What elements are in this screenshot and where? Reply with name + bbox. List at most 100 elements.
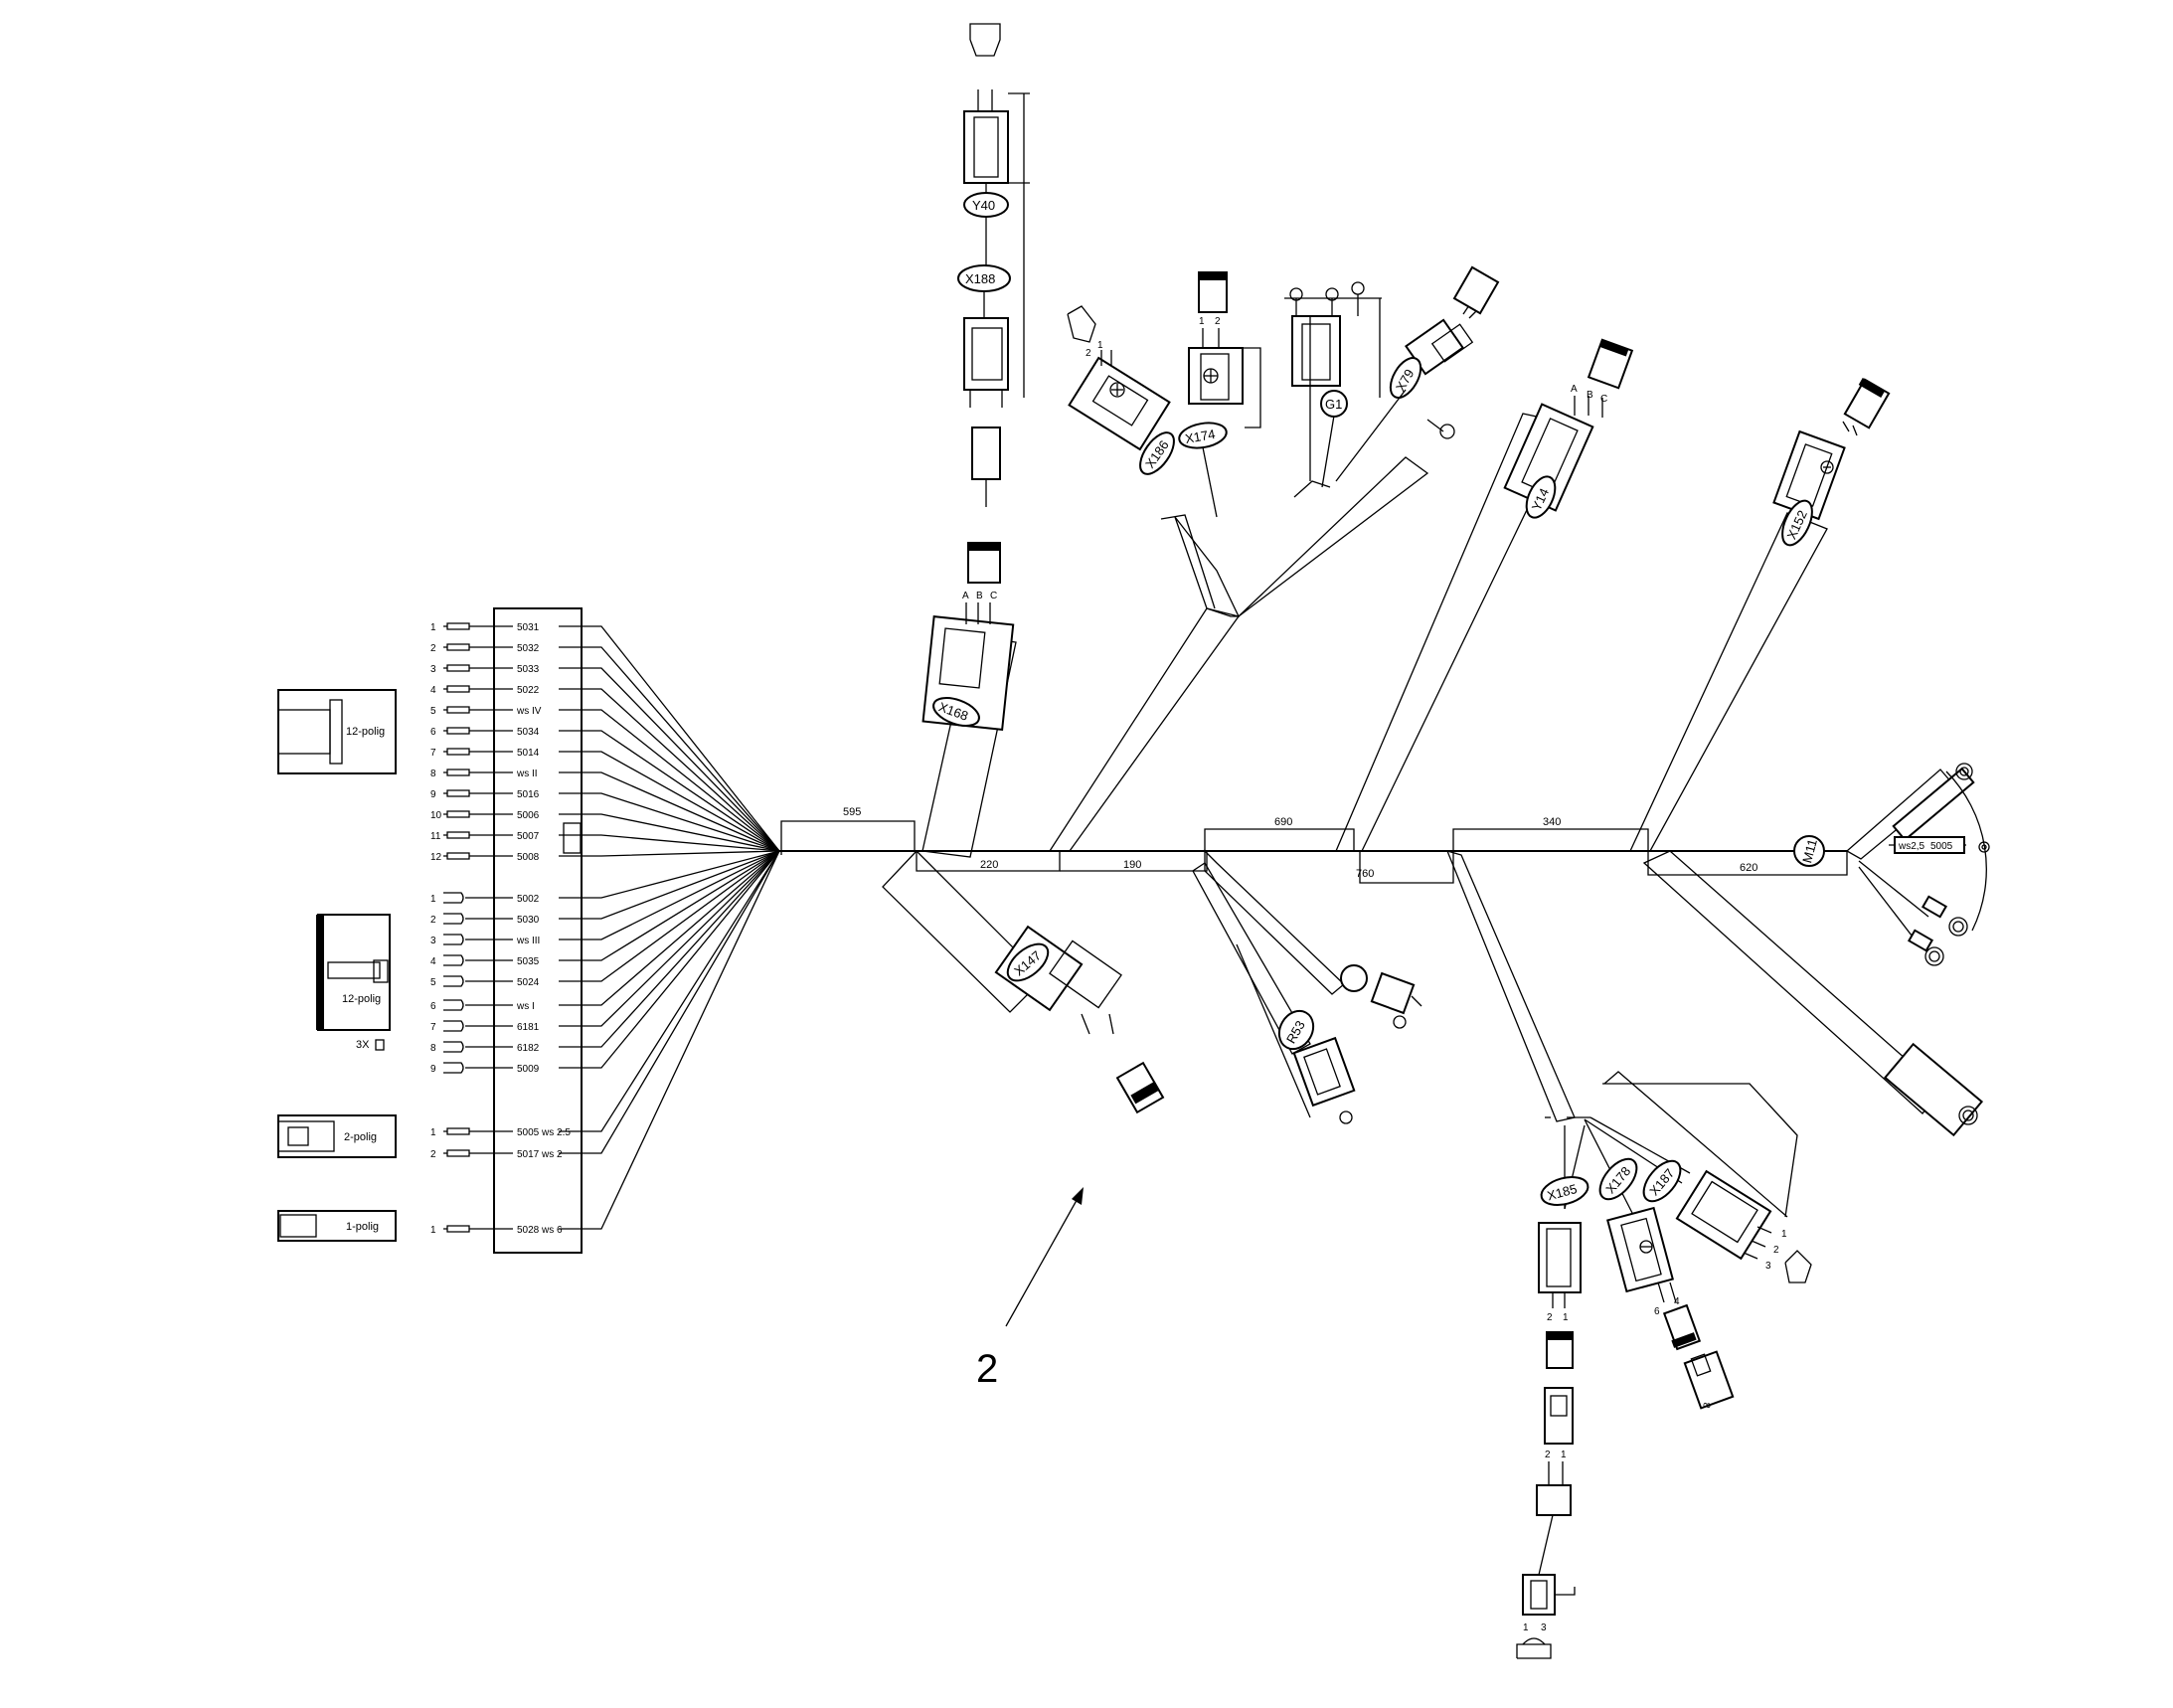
fan-wire bbox=[582, 646, 780, 852]
plug-label: 12-polig bbox=[346, 726, 385, 738]
pin-number: 5 bbox=[430, 977, 436, 988]
wire-number: 5005 ws 2.5 bbox=[517, 1127, 571, 1138]
branch-y40-x188: Y40 X188 bbox=[957, 23, 1030, 507]
wire-number: ws IV bbox=[516, 706, 542, 717]
dim-620: 620 bbox=[1740, 862, 1757, 874]
pin-number: 1 bbox=[430, 1225, 436, 1236]
pin-terminal bbox=[443, 852, 470, 860]
pin-number: 2 bbox=[430, 643, 436, 654]
pin-terminal bbox=[443, 643, 470, 651]
pin-terminal bbox=[443, 789, 470, 797]
pin-c: C bbox=[1600, 394, 1607, 405]
crimp-terminal bbox=[443, 1041, 464, 1053]
pin-terminal bbox=[443, 810, 470, 818]
pin-row: 2 5030 bbox=[430, 913, 582, 926]
pin-row: 1 5002 bbox=[430, 892, 582, 905]
terminal-block-frame bbox=[493, 607, 583, 1254]
wire-number: 5030 bbox=[517, 915, 540, 926]
plug-note: 3X bbox=[356, 1039, 370, 1051]
pin-number: 4 bbox=[430, 956, 436, 967]
pin-1: 1 bbox=[1781, 1229, 1787, 1240]
pin-number: 6 bbox=[430, 1001, 436, 1012]
wire-number: 6181 bbox=[517, 1022, 540, 1033]
dim-190: 190 bbox=[1123, 859, 1141, 871]
pin-terminal bbox=[443, 831, 470, 839]
branch-x186-x174-g1-x79: 2 1 X186 1 2 X174 G1 bbox=[1048, 265, 1500, 852]
crimp-terminal bbox=[443, 954, 464, 966]
branch-r53: R53 bbox=[1192, 849, 1422, 1124]
pin-terminal bbox=[443, 685, 470, 693]
fan-wire bbox=[582, 850, 780, 961]
plug-label: 1-polig bbox=[346, 1221, 379, 1233]
crimp-terminal bbox=[443, 999, 464, 1011]
terminal-marker bbox=[563, 822, 582, 854]
pin-number: 11 bbox=[430, 831, 441, 842]
wire-number: 5008 bbox=[517, 852, 540, 863]
pin-2: 2 bbox=[1773, 1245, 1779, 1256]
pin-number: 9 bbox=[430, 1064, 436, 1075]
pin-number: 4 bbox=[430, 685, 436, 696]
wire-number: 6182 bbox=[517, 1043, 540, 1054]
pin-number: 1 bbox=[430, 894, 436, 905]
wire-number: 5006 bbox=[517, 810, 540, 821]
crimp-terminal bbox=[443, 1020, 464, 1032]
small-label: 8 bbox=[1702, 1401, 1714, 1409]
pin-row: 1 5028 ws 6 bbox=[430, 1225, 582, 1236]
wire-number: 5022 bbox=[517, 685, 540, 696]
pin-row: 8 6182 bbox=[430, 1041, 582, 1054]
pin-number: 2 bbox=[430, 915, 436, 926]
pin-number: 7 bbox=[430, 1022, 436, 1033]
pin-terminal bbox=[443, 1127, 470, 1135]
fan-wire bbox=[582, 850, 780, 899]
pin-b: B bbox=[976, 591, 983, 601]
ws-label: ws2,5 bbox=[1898, 841, 1925, 852]
crimp-terminal bbox=[443, 892, 464, 904]
pin-terminal bbox=[443, 1225, 470, 1233]
pin-number: 2 bbox=[430, 1149, 436, 1160]
wire-number: 5017 ws 2 bbox=[517, 1149, 563, 1160]
pin-1: 1 bbox=[1561, 1450, 1567, 1460]
wire-number: ws I bbox=[516, 1001, 535, 1012]
fan-wire bbox=[582, 850, 780, 857]
fan-wire bbox=[582, 850, 780, 1132]
wire-number: 5007 bbox=[517, 831, 540, 842]
fan-lines bbox=[582, 625, 780, 1230]
fan-wire bbox=[582, 709, 780, 852]
pin-3: 3 bbox=[1765, 1261, 1771, 1272]
fan-wire bbox=[582, 730, 780, 852]
pin-number: 7 bbox=[430, 748, 436, 759]
pin-terminal bbox=[443, 748, 470, 756]
pin-b: B bbox=[1587, 390, 1593, 401]
wire-number: 5032 bbox=[517, 643, 540, 654]
wire-number: 5028 ws 6 bbox=[517, 1225, 563, 1236]
fan-wire bbox=[582, 850, 780, 982]
fan-wire bbox=[582, 850, 780, 940]
fan-wire bbox=[582, 834, 780, 852]
crimp-terminal bbox=[443, 934, 464, 945]
fan-wire bbox=[582, 792, 780, 852]
ws-wire: 5005 bbox=[1930, 841, 1953, 852]
pin-c: C bbox=[990, 591, 997, 601]
branch-m11: M11 ws2,5 5005 bbox=[1793, 763, 1990, 966]
y40-label: Y40 bbox=[972, 198, 995, 213]
crimp-terminal bbox=[443, 913, 464, 925]
wire-number: 5002 bbox=[517, 894, 540, 905]
dim-220: 220 bbox=[980, 859, 998, 871]
pin-1: 1 bbox=[1563, 1312, 1569, 1323]
fan-wire bbox=[582, 625, 780, 852]
fan-wire bbox=[582, 850, 780, 920]
pin-2: 2 bbox=[1215, 316, 1221, 327]
fan-wire bbox=[582, 850, 780, 1069]
plug-1pol: 1-polig bbox=[277, 1210, 397, 1242]
pin-number: 8 bbox=[430, 1043, 436, 1054]
